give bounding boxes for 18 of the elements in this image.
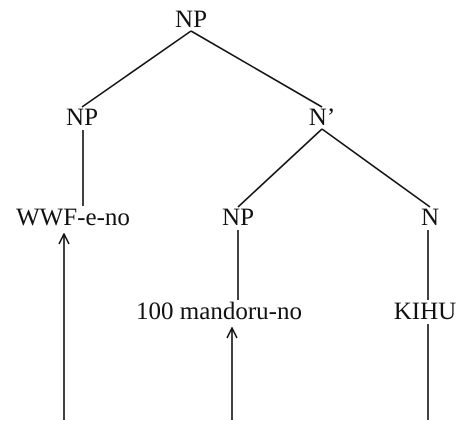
tree-node-label: NP	[65, 104, 99, 132]
tree-node-label: NP	[174, 6, 208, 34]
tree-branch-line	[237, 128, 323, 208]
tree-node-label: NP	[221, 204, 255, 232]
tree-branch-line	[237, 230, 239, 300]
tree-branch-line	[82, 30, 192, 108]
arrow	[58, 233, 70, 420]
tree-branch-line	[322, 128, 430, 208]
tree-node-label: N’	[308, 104, 336, 132]
tree-branch-line	[427, 324, 429, 420]
tree-node-label: KIHU	[392, 298, 458, 326]
arrow	[226, 327, 238, 420]
tree-node-label: N	[420, 204, 440, 232]
tree-branch-line	[427, 230, 429, 300]
tree-node-label: WWF-e-no	[15, 204, 131, 232]
tree-branch-line	[82, 130, 84, 206]
tree-node-label: 100 mandoru-no	[135, 298, 303, 326]
tree-branch-line	[190, 30, 322, 108]
